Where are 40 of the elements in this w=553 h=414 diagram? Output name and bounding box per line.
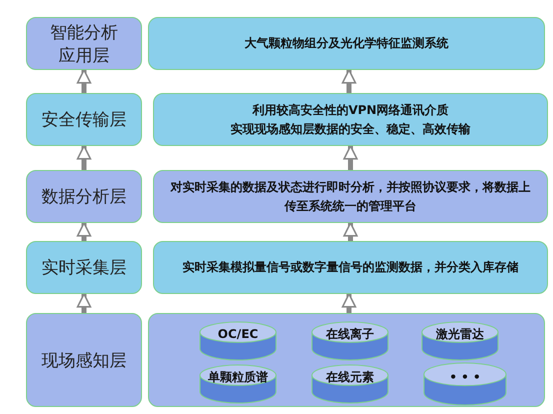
cylinder xyxy=(423,362,507,406)
description-text: 实时采集模拟量信号或数字量信号的监测数据，并分类入库存储 xyxy=(182,259,518,276)
cylinder xyxy=(311,321,389,361)
arrow xyxy=(76,222,92,241)
layer-box xyxy=(26,93,142,146)
description-text: 实现现场感知层数据的安全、稳定、高效传输 xyxy=(230,120,470,138)
cylinder-label: 在线元素 xyxy=(326,368,374,386)
layer-name: 数据分析层 xyxy=(42,186,126,208)
arrow xyxy=(343,145,358,170)
cylinder-label: 激光雷达 xyxy=(436,326,484,342)
cylinder-label: 在线离子 xyxy=(326,326,374,342)
description-text: 利用较高安全性的VPN网络通讯介质 xyxy=(252,102,449,118)
layer-box xyxy=(26,241,142,294)
cylinder xyxy=(199,321,277,361)
layer-name: 现场感知层 xyxy=(42,350,126,372)
layer-name: 安全传输层 xyxy=(42,109,126,131)
cylinder xyxy=(421,321,499,361)
description-text: 大气颗粒物组分及光化学特征监测系统 xyxy=(244,35,448,52)
arrow xyxy=(76,69,92,93)
layer-box xyxy=(26,313,142,407)
layer-box xyxy=(26,170,142,223)
layer-name: 实时采集层 xyxy=(42,257,126,279)
arrow xyxy=(76,145,92,170)
cylinder xyxy=(199,364,277,404)
cylinder-label: OC/EC xyxy=(218,326,258,342)
cylinder-label: 单颗粒质谱 xyxy=(208,368,268,386)
description-box xyxy=(148,17,545,70)
layer-box xyxy=(26,17,142,70)
description-text: 对实时采集的数据及状态进行即时分析，并按照协议要求，将数据上传至系统统一的管理平台 xyxy=(169,178,532,214)
layer-name: 智能分析应用层 xyxy=(49,22,119,66)
arrow xyxy=(343,222,358,241)
arrow xyxy=(76,293,92,313)
description-box xyxy=(153,241,548,294)
panel xyxy=(148,313,545,407)
arrow xyxy=(342,69,356,93)
description-box xyxy=(153,93,548,146)
arrow xyxy=(342,293,356,313)
cylinder-label: • • • xyxy=(449,368,481,386)
cylinder xyxy=(311,364,389,404)
description-box xyxy=(153,170,548,223)
